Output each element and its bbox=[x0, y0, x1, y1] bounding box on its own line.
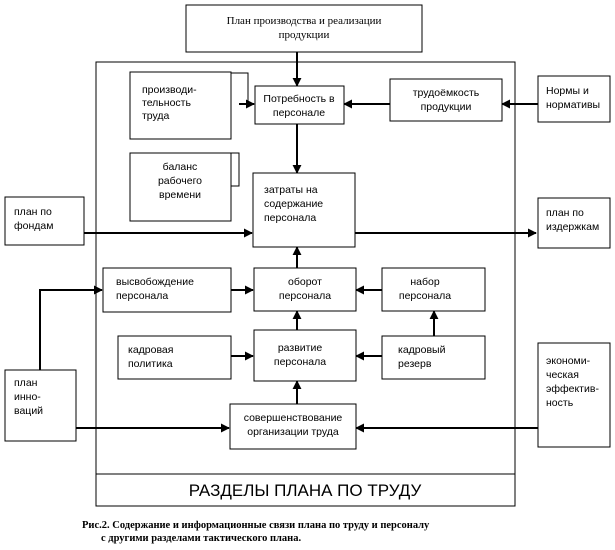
figure-caption-line1: Рис.2. Содержание и информационные связи… bbox=[82, 520, 430, 531]
connectors bbox=[39, 52, 538, 433]
labor-plan-frame bbox=[95, 61, 516, 507]
footer-title: РАЗДЕЛЫ ПЛАНА ПО ТРУДУ bbox=[189, 481, 422, 500]
bracket-productivity bbox=[231, 72, 256, 105]
figure-caption-line2: с другими разделами тактического плана. bbox=[101, 533, 302, 544]
arrow-innovation-to-release bbox=[39, 285, 103, 370]
bracket-balance bbox=[231, 152, 240, 187]
